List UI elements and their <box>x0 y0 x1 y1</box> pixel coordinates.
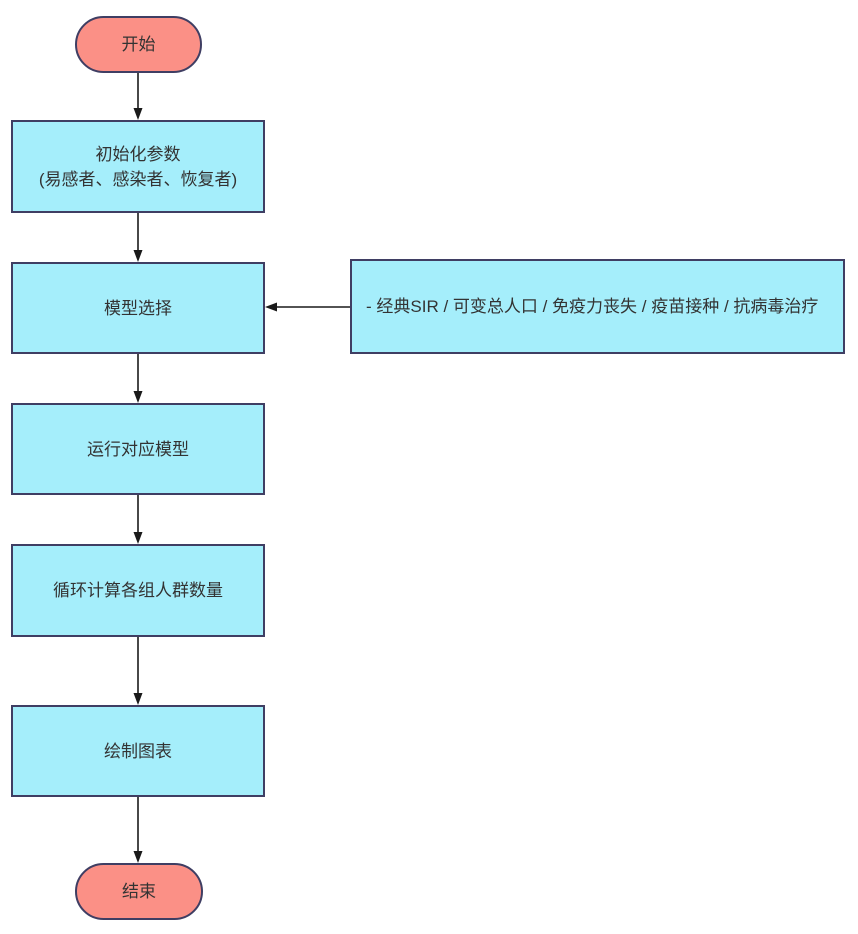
arrow-draw-to-end <box>133 797 143 863</box>
flow-node-run-model: 运行对应模型 <box>11 403 265 495</box>
flow-node-init-params-label: 初始化参数 <box>95 144 181 164</box>
flow-node-run-model-label: 运行对应模型 <box>87 439 189 459</box>
arrow-options-to-model-select <box>265 302 350 312</box>
flow-node-draw-chart-label: 绘制图表 <box>104 741 172 761</box>
arrow-loop-to-draw <box>133 637 143 705</box>
flow-node-start: 开始 <box>75 16 202 73</box>
flow-node-start-label: 开始 <box>121 35 156 54</box>
flow-node-model-select: 模型选择 <box>11 262 265 354</box>
arrow-run-to-loop <box>133 495 143 544</box>
arrow-start-to-init <box>133 73 143 120</box>
arrow-init-to-model-select <box>133 213 143 262</box>
flow-node-init-params: 初始化参数 (易感者、感染者、恢复者) <box>11 120 265 213</box>
flow-node-end: 结束 <box>75 863 203 920</box>
flow-node-draw-chart: 绘制图表 <box>11 705 265 797</box>
flow-node-loop-compute-label: 循环计算各组人群数量 <box>53 581 223 600</box>
flow-node-model-options: - 经典SIR / 可变总人口 / 免疫力丧失 / 疫苗接种 / 抗病毒治疗 <box>350 259 845 354</box>
flow-node-init-params-sublabel: (易感者、感染者、恢复者) <box>38 169 238 189</box>
arrow-model-select-to-run <box>133 354 143 403</box>
flow-node-model-select-label: 模型选择 <box>104 298 172 318</box>
flow-node-loop-compute: 循环计算各组人群数量 <box>11 544 265 637</box>
flow-node-end-label: 结束 <box>122 882 156 901</box>
flow-node-model-options-label: - 经典SIR / 可变总人口 / 免疫力丧失 / 疫苗接种 / 抗病毒治疗 <box>366 297 819 316</box>
